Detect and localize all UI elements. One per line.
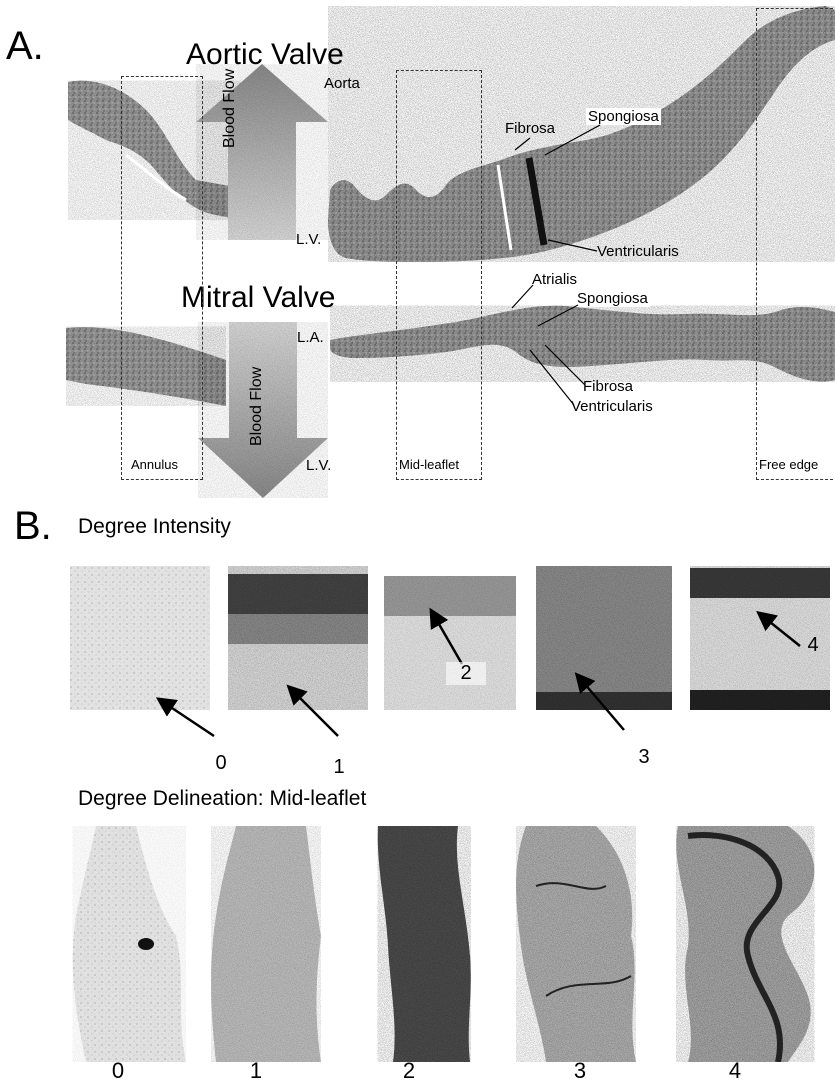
delineation-panel-2 xyxy=(358,826,478,1062)
intensity-label-1: 1 xyxy=(319,756,359,779)
intensity-label-4: 4 xyxy=(793,634,833,657)
intensity-label-3: 3 xyxy=(624,746,664,769)
degree-delineation-title: Degree Delineation: Mid-leaflet xyxy=(78,788,366,809)
intensity-label-2: 2 xyxy=(446,662,486,685)
delineation-label-3: 3 xyxy=(560,1058,600,1084)
intensity-label-0: 0 xyxy=(201,752,241,775)
delineation-panel-4 xyxy=(668,826,835,1062)
delineation-panel-0 xyxy=(66,826,192,1062)
delineation-panel-1 xyxy=(196,826,326,1062)
intensity-arrows xyxy=(0,0,835,780)
delineation-label-1: 1 xyxy=(236,1058,276,1084)
delineation-label-2: 2 xyxy=(389,1058,429,1084)
delineation-panel-3 xyxy=(506,826,646,1062)
delineation-label-4: 4 xyxy=(715,1058,755,1084)
delineation-label-0: 0 xyxy=(98,1058,138,1084)
